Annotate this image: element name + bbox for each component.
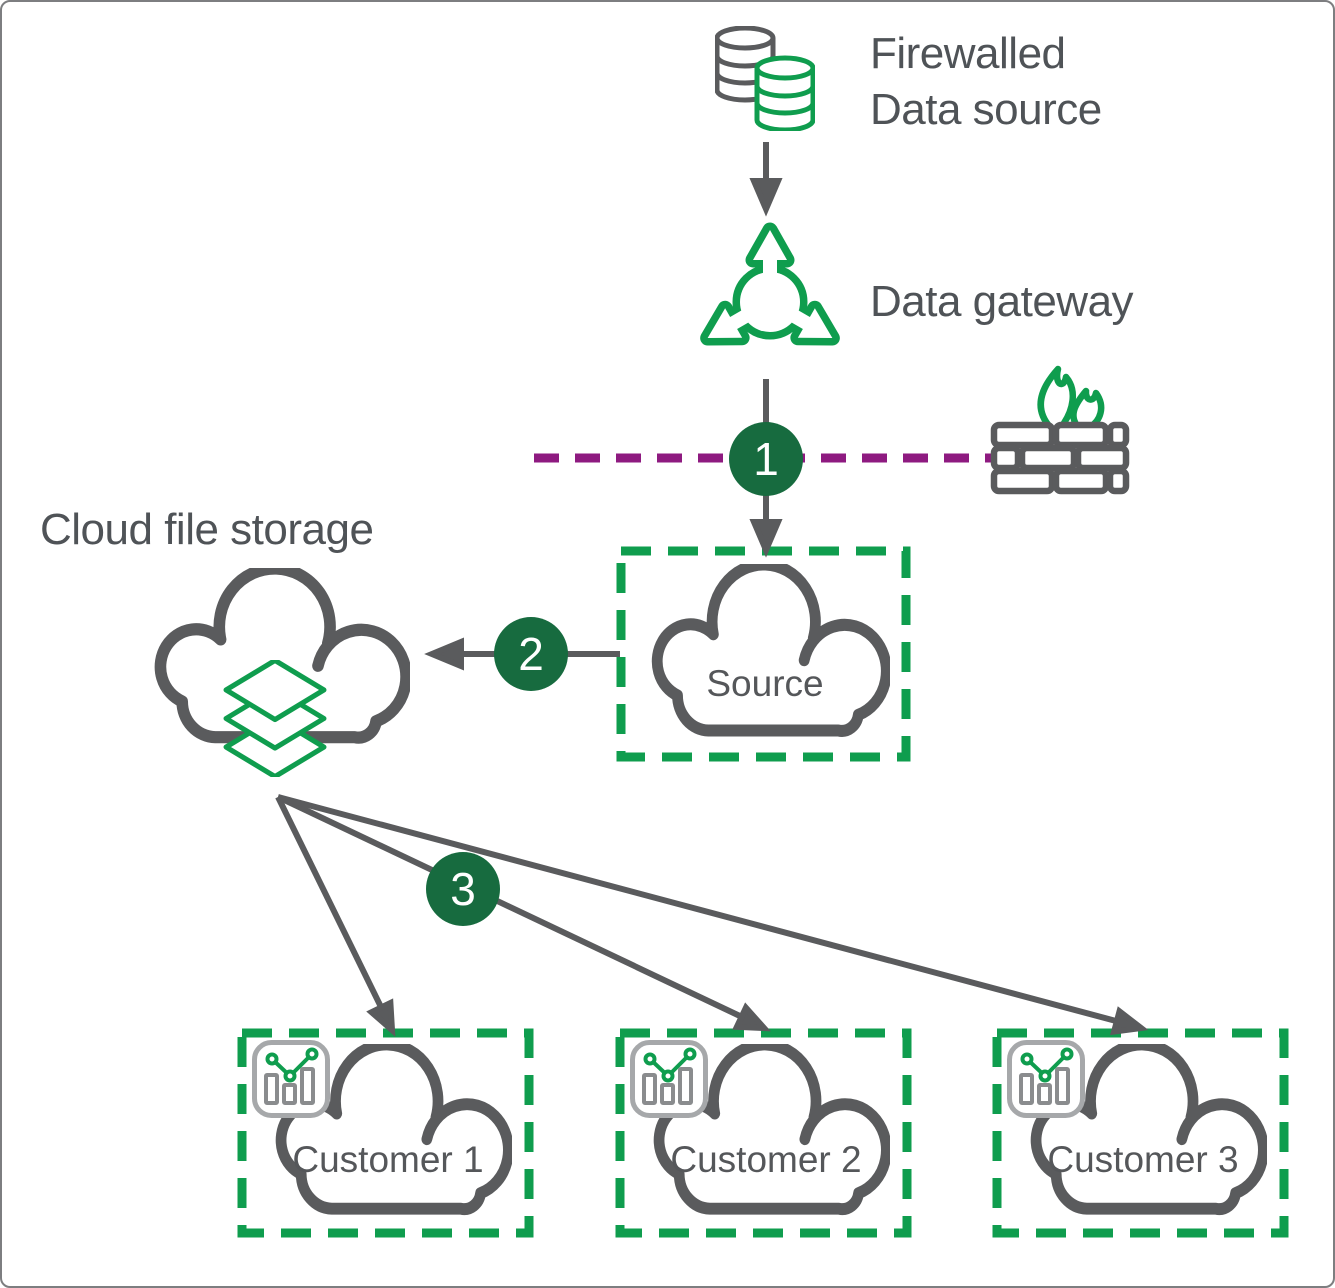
- customer-3-label: Customer 3: [1047, 1139, 1239, 1180]
- step-1-badge: 1: [729, 422, 803, 496]
- firewall-icon: [990, 355, 1130, 495]
- arrow-storage-to-customer-2: [276, 794, 771, 1032]
- database-cylinder-green: [754, 55, 815, 131]
- source-cloud-icon: [640, 564, 890, 749]
- arrow-datasource-to-gateway: [749, 142, 783, 217]
- gateway-icon: [690, 222, 850, 372]
- source-label: Source: [706, 663, 824, 704]
- step-3-badge: 3: [426, 852, 500, 926]
- data-gateway-label: Data gateway: [870, 277, 1134, 326]
- analytics-chart-icon: [1006, 1039, 1086, 1119]
- arrow-storage-to-customer-1: [275, 795, 396, 1037]
- brick-wall-icon: [990, 421, 1130, 495]
- layers-icon: [222, 660, 328, 777]
- customer-3-dashed-box: [992, 1028, 1289, 1238]
- analytics-chart-icon: [251, 1039, 331, 1119]
- firewalled-data-source-label: Firewalled Data source: [870, 29, 1102, 134]
- arrow-storage-to-customer-3: [277, 794, 1149, 1036]
- analytics-chart-icon: [629, 1039, 709, 1119]
- customer-1-dashed-box: [237, 1028, 534, 1238]
- customer-1-label: Customer 1: [292, 1139, 484, 1180]
- customer-2-label: Customer 2: [670, 1139, 862, 1180]
- flames-icon: [1037, 365, 1105, 431]
- cloud-file-storage-label: Cloud file storage: [40, 505, 374, 554]
- database-icon: [715, 26, 815, 131]
- step-2-badge: 2: [494, 617, 568, 691]
- customer-2-dashed-box: [615, 1028, 912, 1238]
